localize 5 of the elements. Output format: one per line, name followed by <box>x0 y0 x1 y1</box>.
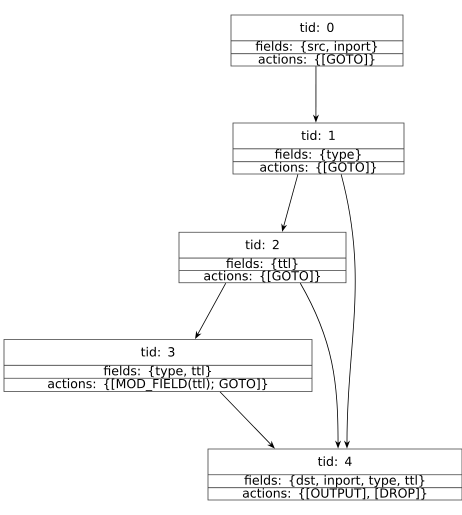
table-record: tid: 4 fields: {dst, inport, type, ttl} actions: {[OUTPUT], [DROP]} <box>208 448 462 500</box>
table-record: tid: 1 fields: {type} actions: {[GOTO]} <box>232 122 404 174</box>
table-record: tid: 2 fields: {ttl} actions: {[GOTO]} <box>178 232 346 284</box>
table-record: tid: 0 fields: {src, inport} actions: {[GOTO]} <box>230 14 404 66</box>
table-record: tid: 3 fields: {type, ttl} actions: {[MOD_FIELD(ttl); GOTO]} <box>4 339 312 392</box>
